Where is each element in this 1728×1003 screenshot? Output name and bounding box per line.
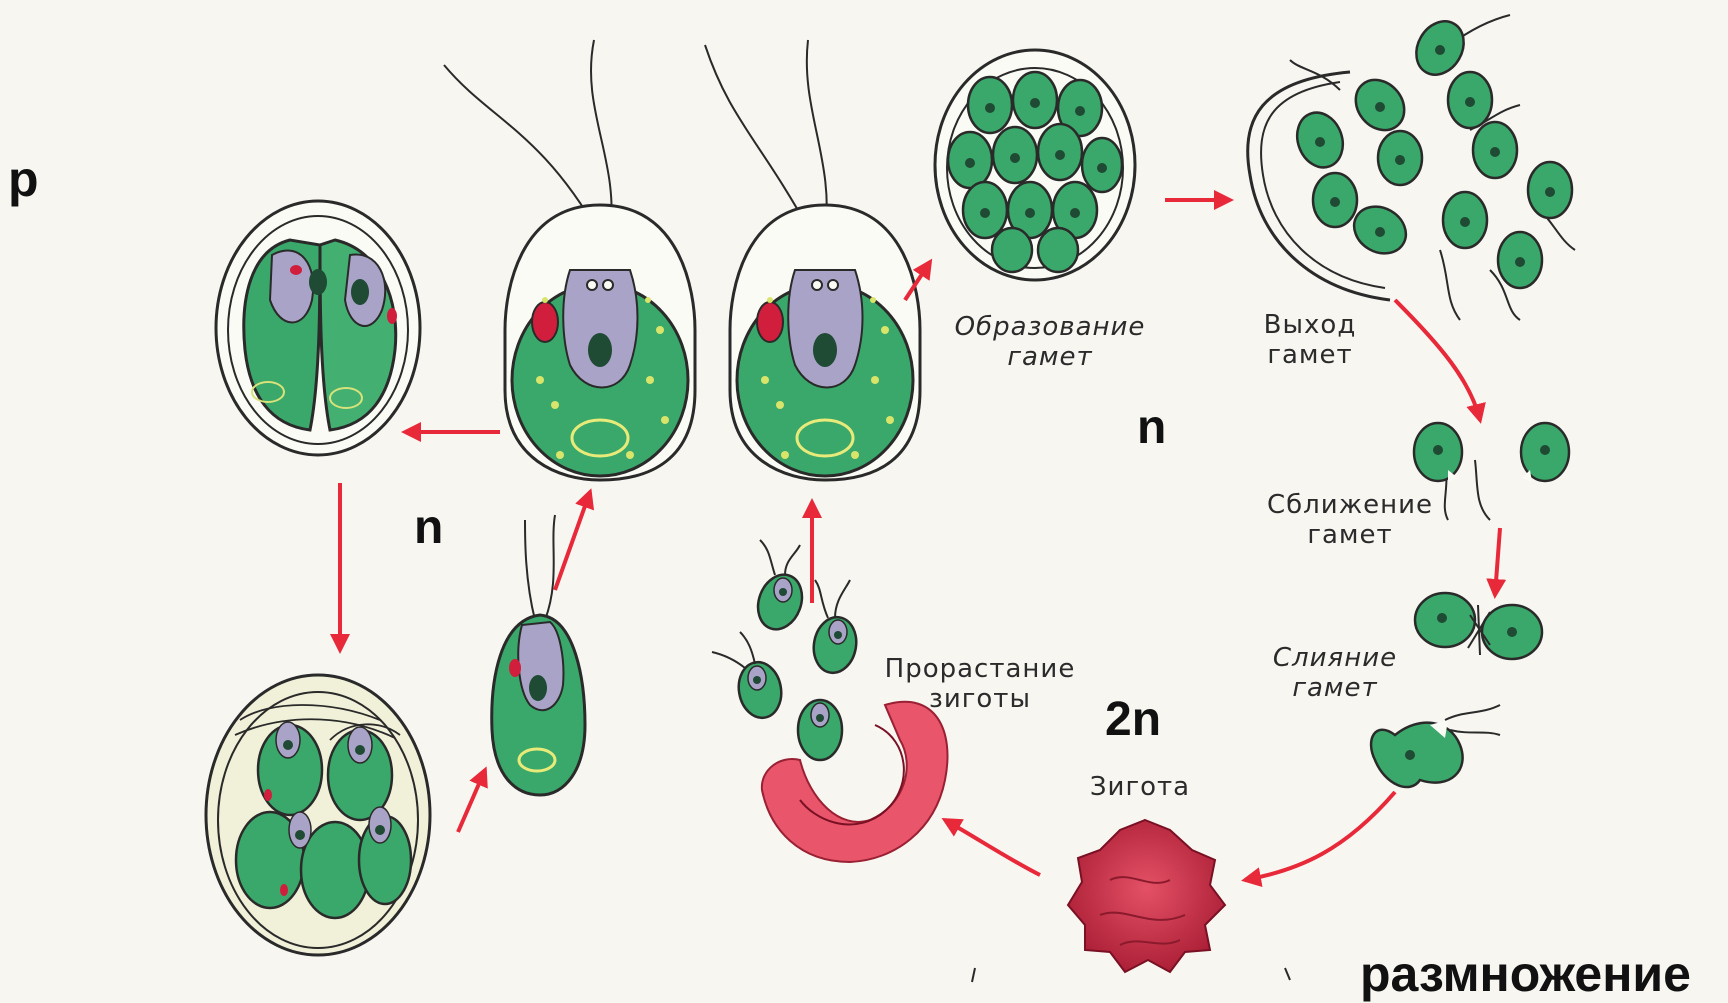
stray-marks: [972, 968, 1290, 982]
label-gamete-fusion: Слияние гамет: [1255, 643, 1415, 703]
mature-cell-center: [444, 40, 695, 480]
label-gamete-release: Выход гамет: [1245, 310, 1375, 370]
gamete-sporangium: [935, 50, 1135, 280]
arrow-sporangium-to-zoospore: [458, 770, 485, 832]
arrow-approach-to-fusion: [1495, 528, 1500, 595]
label-zygote: Зигота: [1070, 772, 1210, 802]
released-gametes: [1248, 13, 1575, 320]
ploidy-n-left: n: [414, 500, 443, 555]
zygote-cell: [1068, 820, 1225, 972]
mature-cell-right: [705, 40, 920, 480]
edge-letter: р: [8, 150, 39, 208]
arrow-zoospore-to-mature: [555, 492, 590, 590]
zoospore: [492, 515, 585, 795]
footer-word: размножение: [1360, 945, 1691, 1003]
fusing-gametes: [1415, 593, 1542, 659]
planozygote: [1371, 705, 1500, 787]
dividing-cell-two: [216, 201, 420, 455]
label-gamete-approach: Сближение гамет: [1245, 490, 1455, 550]
arrow-fusion-to-zygote: [1245, 792, 1395, 880]
ploidy-n-right: n: [1137, 400, 1166, 455]
zoospore-sporangium: [206, 675, 430, 955]
ploidy-2n: 2n: [1105, 692, 1161, 747]
arrow-zygote-to-germination: [945, 820, 1040, 875]
label-gamete-formation: Образование гамет: [935, 312, 1165, 372]
label-zygote-germination: Прорастание зиготы: [865, 654, 1095, 714]
arrow-release-to-approach: [1395, 300, 1480, 420]
